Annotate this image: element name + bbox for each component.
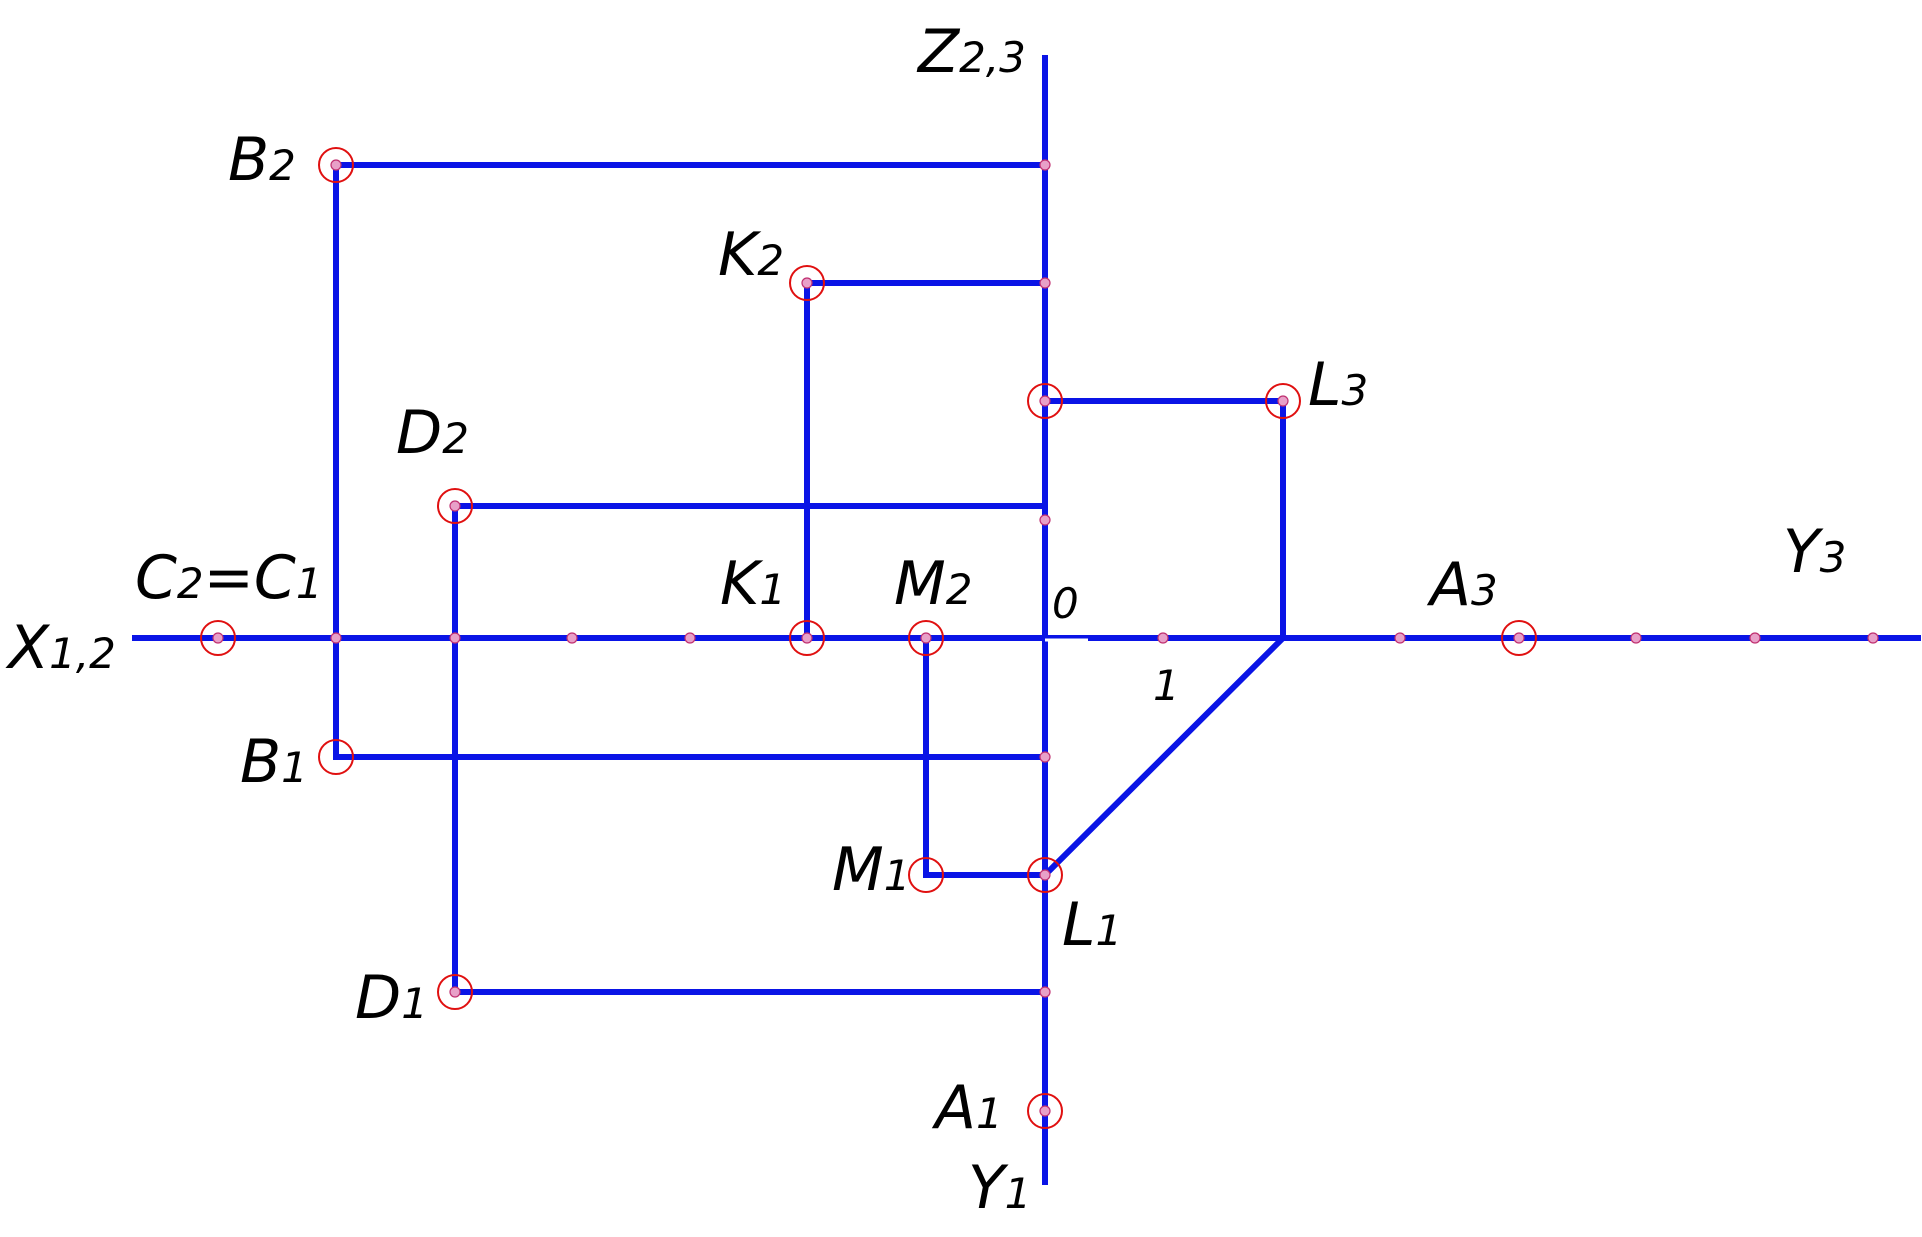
label-c2-equals-c1: C2=C1 bbox=[135, 543, 323, 613]
node-dot bbox=[1867, 632, 1879, 644]
point-b2-marker bbox=[318, 147, 354, 183]
label-b2: B2 bbox=[228, 125, 296, 195]
node-dot bbox=[330, 632, 342, 644]
node-dot bbox=[801, 632, 813, 644]
node-dot bbox=[1039, 986, 1051, 998]
node-dot bbox=[449, 632, 461, 644]
node-dot bbox=[330, 159, 342, 171]
point-markers bbox=[200, 147, 1537, 1129]
projection-lines bbox=[333, 162, 1286, 995]
node-dot bbox=[1277, 395, 1289, 407]
node-dot bbox=[449, 986, 461, 998]
node-dot bbox=[1039, 159, 1051, 171]
point-l-axis-marker bbox=[1027, 383, 1063, 419]
labels: Z2,3 X1,2 Y3 Y1 B2 B1 K2 K1 D2 D1 L3 L1 … bbox=[5, 17, 1846, 1223]
node-dot bbox=[1039, 395, 1051, 407]
node-dot bbox=[920, 632, 932, 644]
line-l bbox=[1040, 398, 1286, 880]
label-m2: M2 bbox=[894, 549, 973, 619]
point-a3-marker bbox=[1501, 620, 1537, 656]
line-d bbox=[452, 503, 1048, 995]
point-k2-marker bbox=[789, 265, 825, 301]
node-dot bbox=[1039, 751, 1051, 763]
node-dot bbox=[1394, 632, 1406, 644]
point-d2-marker bbox=[437, 488, 473, 524]
node-dot bbox=[566, 632, 578, 644]
point-m1-marker bbox=[908, 857, 944, 893]
node-dot bbox=[1039, 1105, 1051, 1117]
point-c-marker bbox=[200, 620, 236, 656]
label-origin: 0 bbox=[1052, 579, 1079, 628]
label-y1: Y1 bbox=[968, 1153, 1031, 1223]
point-k1-marker bbox=[789, 620, 825, 656]
line-m bbox=[923, 635, 1048, 878]
label-z23: Z2,3 bbox=[916, 17, 1026, 87]
label-l3: L3 bbox=[1308, 350, 1368, 420]
label-m1: M1 bbox=[832, 835, 911, 905]
node-dot bbox=[449, 500, 461, 512]
node-dot bbox=[801, 277, 813, 289]
node-dot bbox=[1630, 632, 1642, 644]
node-dot bbox=[1513, 632, 1525, 644]
label-l1: L1 bbox=[1062, 890, 1122, 960]
label-x12: X1,2 bbox=[5, 613, 116, 683]
point-b1-marker bbox=[318, 739, 354, 775]
point-d1-marker bbox=[437, 974, 473, 1010]
line-b2 bbox=[333, 162, 1048, 760]
label-a1: A1 bbox=[931, 1073, 1003, 1143]
node-dot bbox=[1749, 632, 1761, 644]
node-dot bbox=[1039, 869, 1051, 881]
node-dots bbox=[212, 159, 1879, 1117]
label-d1: D1 bbox=[355, 963, 428, 1033]
label-k2: K2 bbox=[718, 220, 784, 290]
point-l3-marker bbox=[1265, 383, 1301, 419]
label-k1: K1 bbox=[720, 549, 786, 619]
node-dot bbox=[684, 632, 696, 644]
label-a3: A3 bbox=[1426, 550, 1498, 620]
node-dot bbox=[1039, 277, 1051, 289]
label-b1: B1 bbox=[240, 727, 308, 797]
point-l1-marker bbox=[1027, 857, 1063, 893]
point-m2-marker bbox=[908, 620, 944, 656]
label-unit: 1 bbox=[1153, 661, 1180, 710]
label-d2: D2 bbox=[396, 398, 469, 468]
point-a1-marker bbox=[1027, 1093, 1063, 1129]
node-dot bbox=[1157, 632, 1169, 644]
label-y3: Y3 bbox=[1783, 517, 1846, 587]
node-dot bbox=[1039, 514, 1051, 526]
node-dot bbox=[212, 632, 224, 644]
